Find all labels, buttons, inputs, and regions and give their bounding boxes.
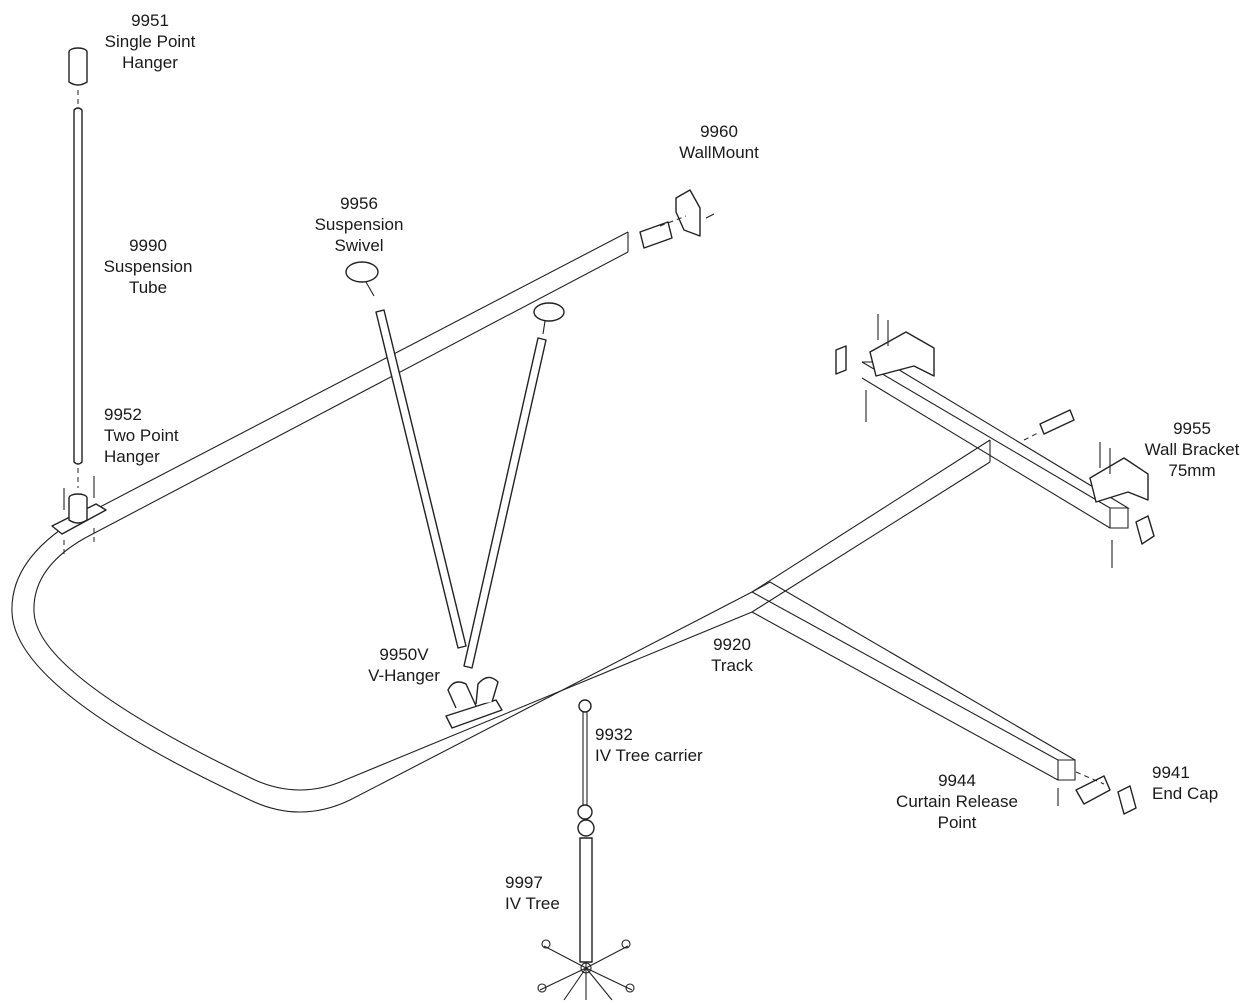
two-point-hanger-9952 — [51, 476, 107, 556]
iv-tree-9997 — [537, 819, 635, 1001]
label-9956: 9956 Suspension Swivel — [314, 194, 404, 255]
label-9932: 9932 IV Tree carrier — [595, 725, 703, 765]
wall-mount-9960 — [639, 189, 715, 249]
label-9920: 9920 Track — [711, 635, 753, 675]
label-9951: 9951 Single Point Hanger — [104, 11, 196, 72]
label-9997: 9997 IV Tree — [505, 873, 560, 913]
cross-bar-rear — [861, 361, 1130, 529]
v-tubes — [375, 309, 547, 669]
label-9960: 9960 WallMount — [679, 122, 759, 162]
single-point-hanger-9951 — [68, 47, 88, 104]
suspension-tube-9990 — [73, 107, 83, 488]
label-9952: 9952 Two Point Hanger — [104, 405, 179, 466]
end-cap-9941 — [1117, 785, 1137, 815]
iv-tree-carrier-9932 — [577, 699, 593, 820]
label-9950V: 9950V V-Hanger — [368, 645, 440, 685]
label-9990: 9990 Suspension Tube — [103, 236, 193, 297]
label-9941: 9941 End Cap — [1152, 763, 1219, 803]
label-9955: 9955 Wall Bracket 75mm — [1144, 419, 1240, 480]
cross-bar-front — [751, 581, 1076, 781]
wall-bracket-9955 — [835, 314, 1155, 568]
suspension-swivel-9956 — [345, 261, 565, 335]
curtain-release-9944 — [1057, 771, 1111, 806]
track-9920 — [11, 231, 991, 813]
label-9944: 9944 Curtain Release Point — [896, 771, 1018, 832]
v-hanger-9950V — [445, 676, 503, 729]
